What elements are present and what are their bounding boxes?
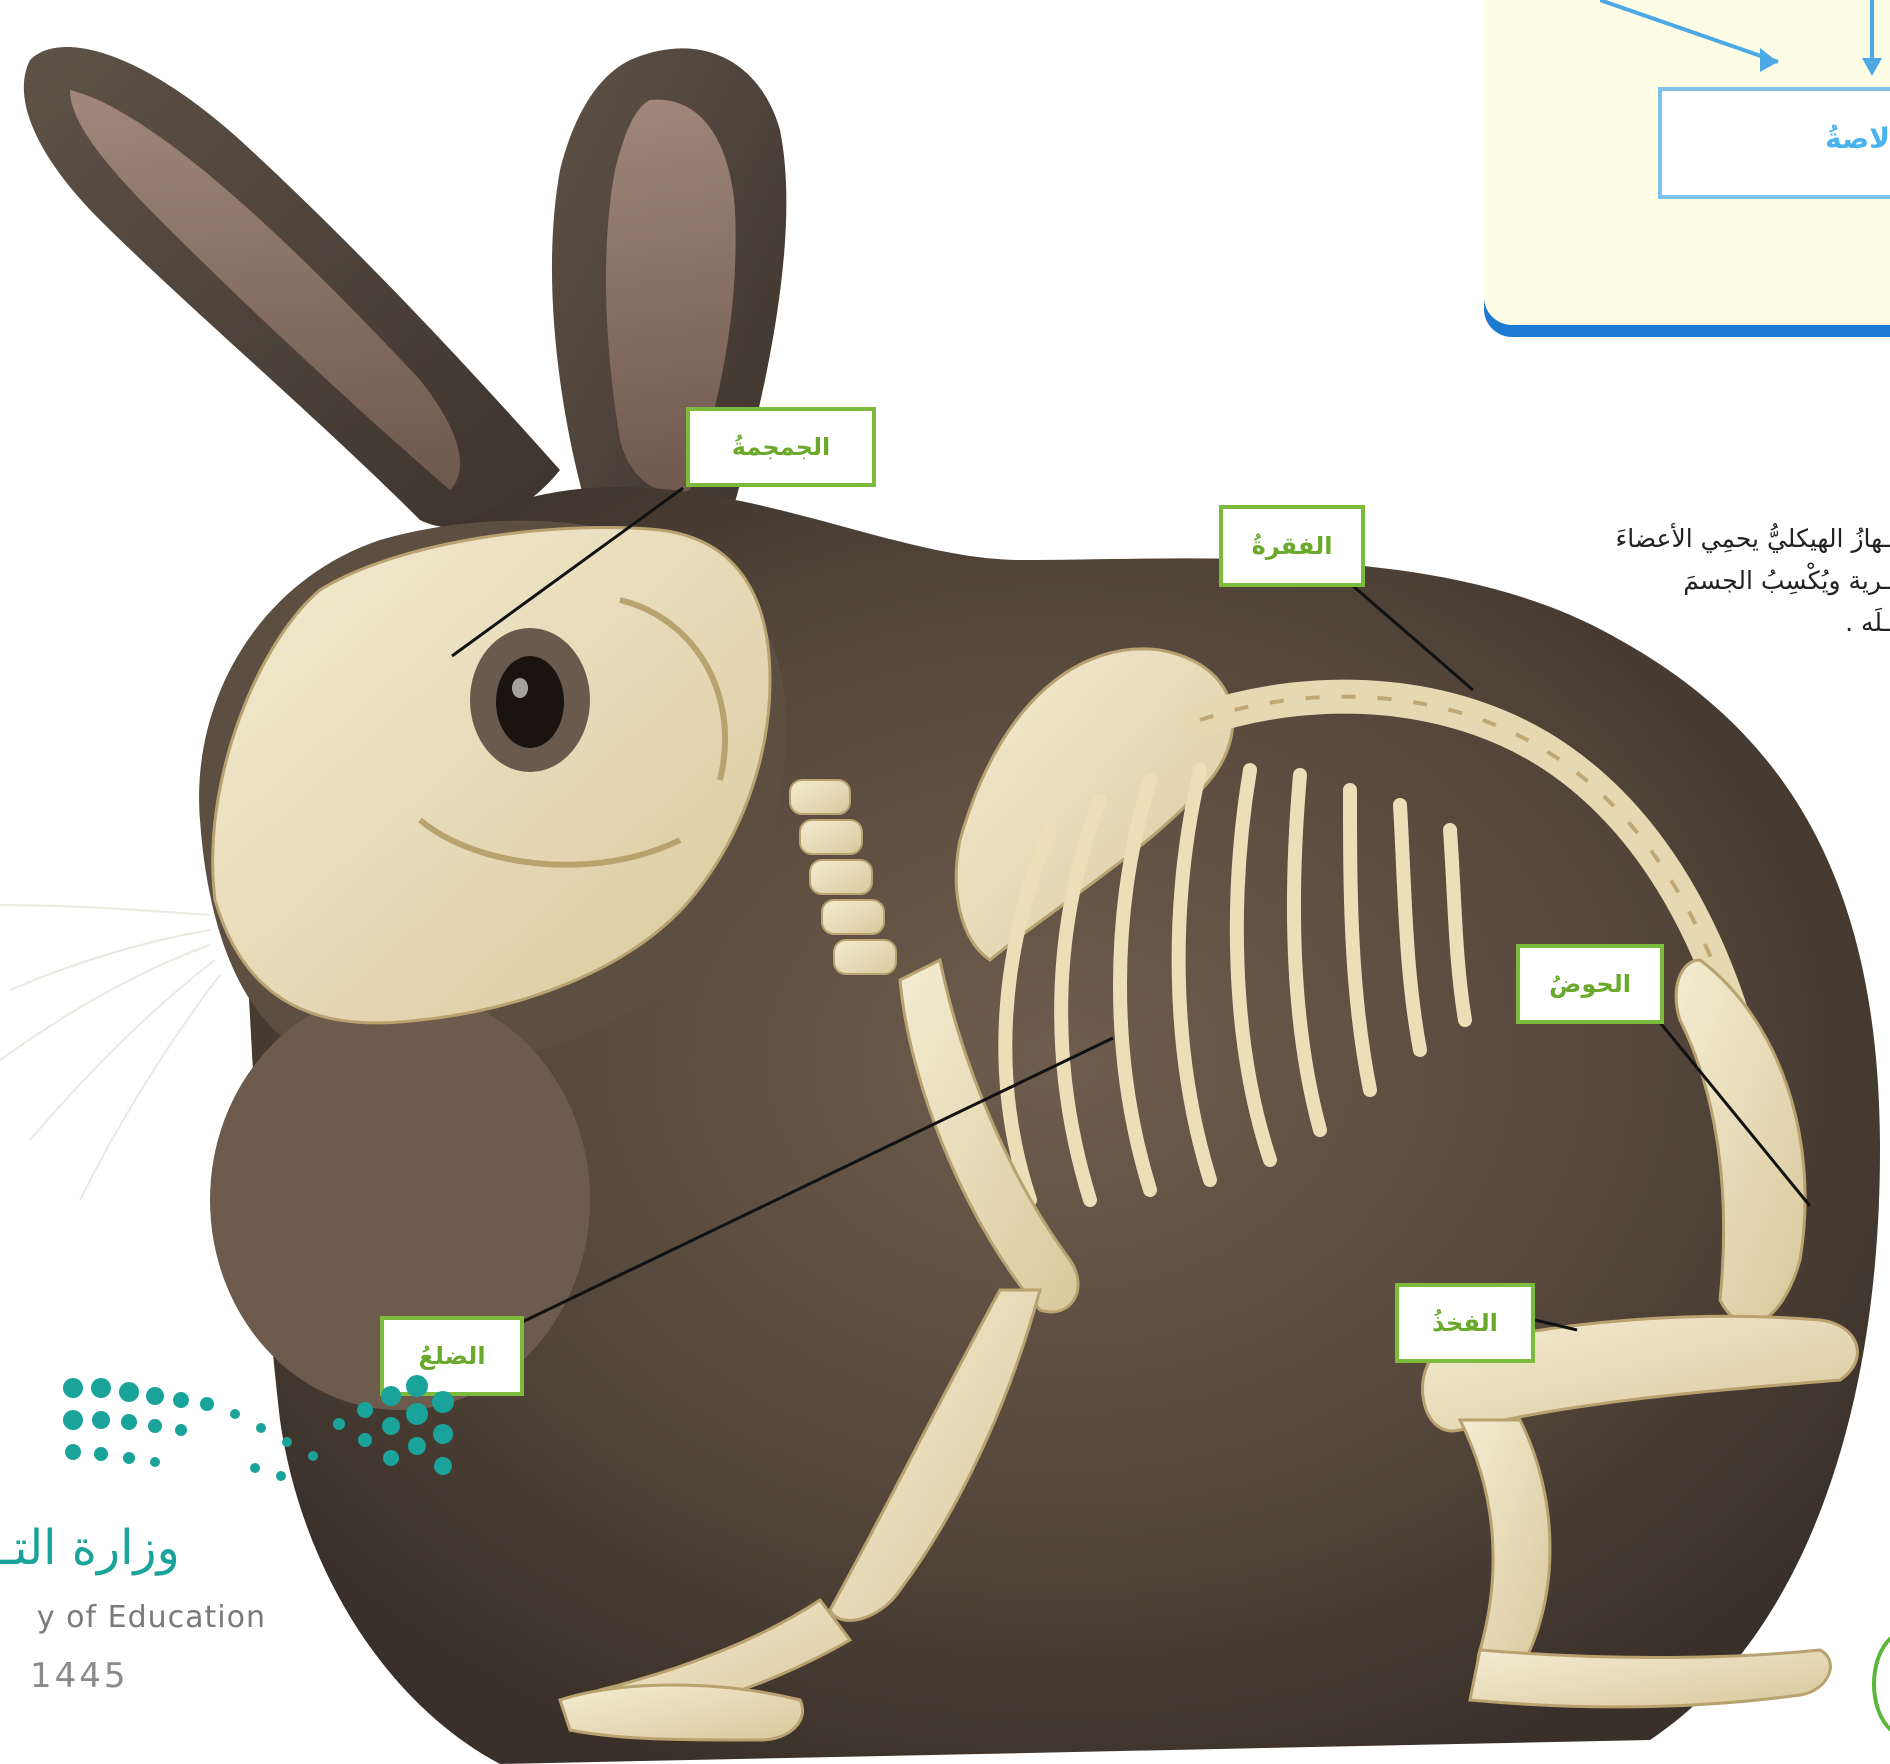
ministry-year: 1445 [30, 1656, 129, 1696]
ministry-name-arabic: وزارة التـ [0, 1520, 270, 1576]
caption-line-3: ـلَه . [1490, 602, 1890, 644]
rabbit-left-ear [24, 47, 560, 528]
rabbit-whiskers [0, 905, 220, 1200]
caption-line-1: ـهازُ الهيكليُّ يحمِي الأعضاءَ [1490, 518, 1890, 560]
caption-line-2: ـرية ويُكْسِبُ الجسمَ [1490, 560, 1890, 602]
label-skull: الجمجمةُ [686, 407, 876, 487]
ministry-name-english: y of Education [0, 1600, 266, 1635]
summary-box-text: لاصةُ [1664, 122, 1890, 155]
front-paw-bones [560, 1685, 803, 1740]
label-vertebra: الفقرةُ [1219, 505, 1365, 587]
label-femur: الفخذُ [1395, 1283, 1535, 1363]
label-pelvis: الحوضُ [1516, 944, 1664, 1024]
ministry-logo-dots [55, 1370, 475, 1490]
caption-text: ـهازُ الهيكليُّ يحمِي الأعضاءَ ـرية ويُك… [1490, 518, 1890, 644]
